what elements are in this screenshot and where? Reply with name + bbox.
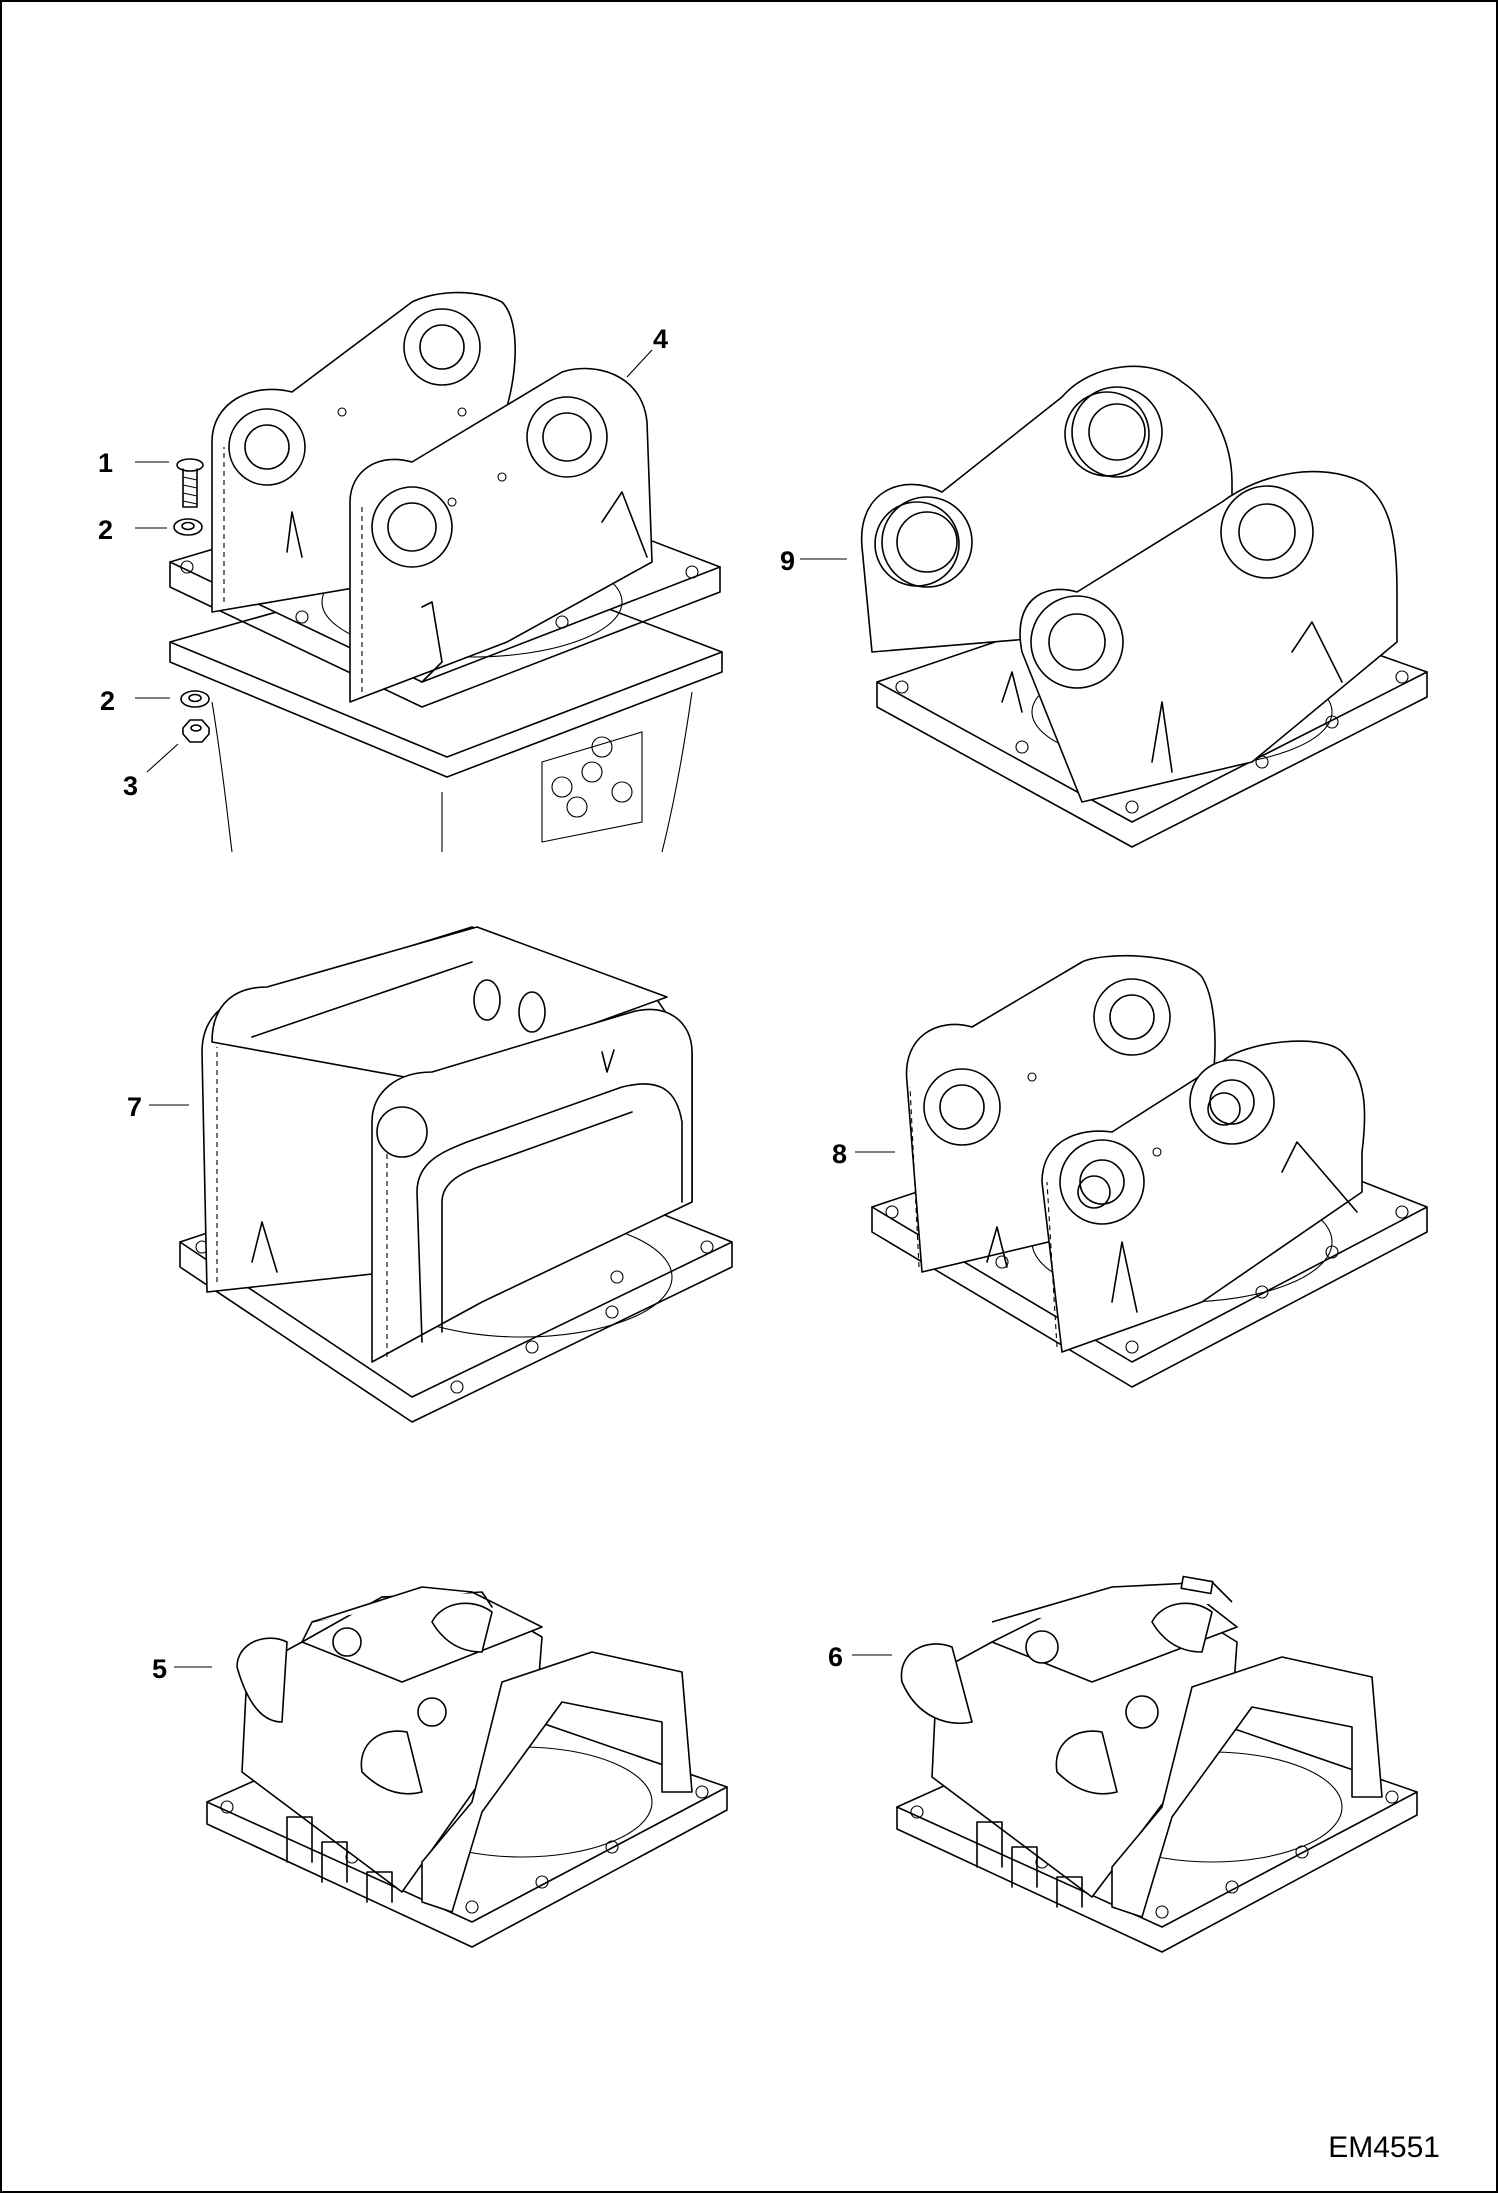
callout-3: 3 (123, 771, 138, 801)
mounting-bracket-6: 6 (828, 1575, 1418, 1953)
washer-2-upper (173, 518, 203, 536)
callout-5: 5 (152, 1654, 167, 1684)
callout-1: 1 (98, 448, 113, 478)
callout-4: 4 (653, 324, 668, 354)
nut-3 (182, 719, 210, 743)
mounting-bracket-9: 9 (780, 365, 1428, 848)
callout-7: 7 (127, 1092, 142, 1122)
mounting-bracket-4-assembly: 1 2 2 3 4 (98, 291, 723, 853)
callout-2-lower: 2 (100, 686, 115, 716)
callout-6: 6 (828, 1642, 843, 1672)
bolt-1 (176, 458, 204, 508)
callout-9: 9 (780, 546, 795, 576)
drawing-code: EM4551 (1328, 2131, 1440, 2164)
callout-8: 8 (832, 1139, 847, 1169)
mounting-bracket-7: 7 (127, 926, 733, 1423)
mounting-bracket-8: 8 (832, 954, 1428, 1388)
washer-2-lower (180, 690, 210, 708)
callout-2-upper: 2 (98, 515, 113, 545)
mounting-bracket-5: 5 (152, 1586, 728, 1948)
